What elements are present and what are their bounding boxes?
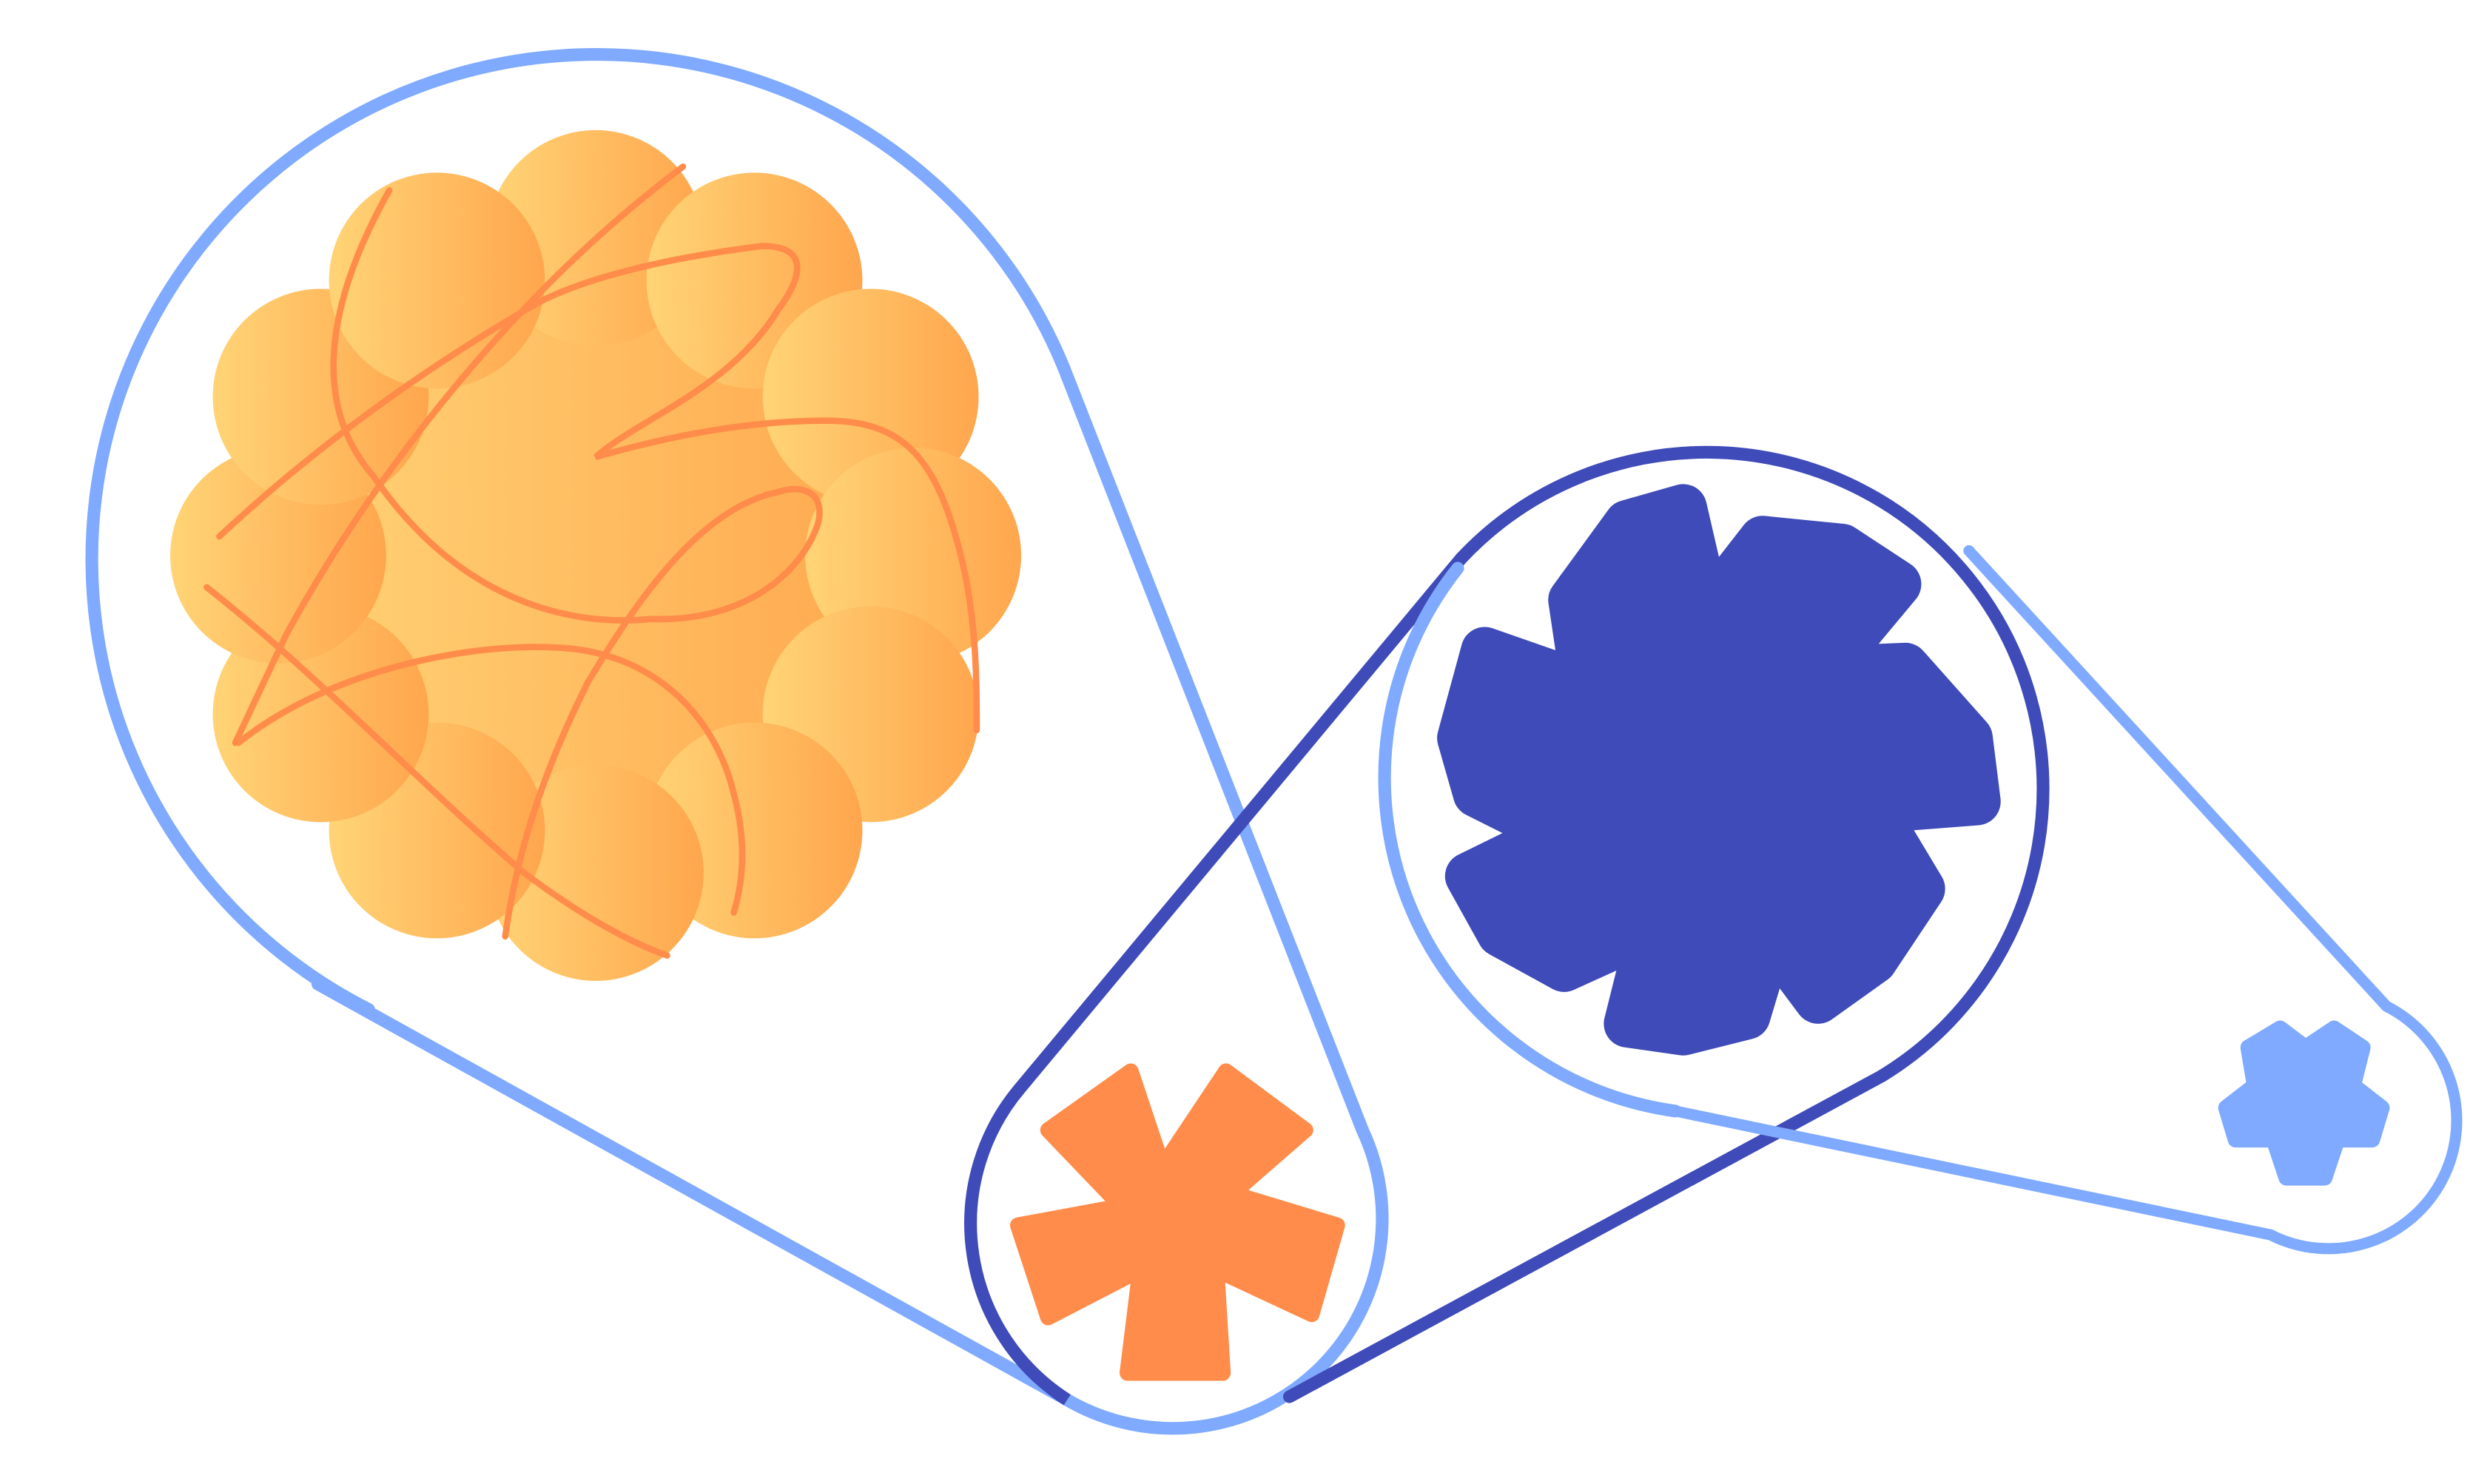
large-balloon-outline — [85, 47, 1369, 1406]
flower-petal — [329, 172, 545, 389]
medium-balloon-outline — [1013, 445, 2050, 1403]
scribble-line — [216, 243, 980, 734]
flower-body — [270, 230, 921, 881]
small-blue-flower-icon — [2218, 1020, 2390, 1186]
blue-asterisk-icon — [1437, 484, 2001, 1056]
small-balloon-outline — [1669, 544, 2463, 1255]
scribble-flower-icon — [170, 129, 1021, 981]
scribble-line — [232, 163, 687, 746]
scribble-line — [235, 644, 746, 916]
scribble-line — [330, 187, 823, 940]
orange-asterisk-icon — [1009, 1063, 1345, 1381]
scribble-line — [203, 584, 670, 959]
small-circle-outline — [964, 1085, 1389, 1435]
